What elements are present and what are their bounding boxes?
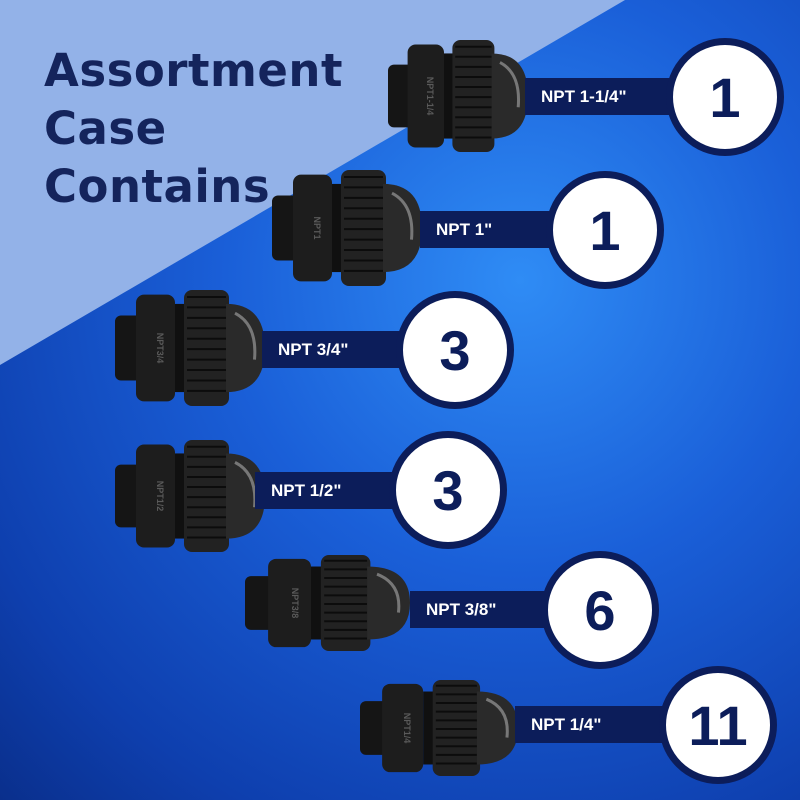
cable-gland-icon (115, 290, 265, 406)
size-label: NPT 1/4" (515, 706, 670, 743)
quantity-badge: 1 (546, 171, 664, 289)
gland-marking: NPT1-1/4 (425, 76, 435, 116)
size-label: NPT 1" (420, 211, 570, 248)
gland-marking: NPT3/8 (289, 587, 300, 619)
gland-marking: NPT1 (312, 216, 322, 240)
cable-gland-icon (245, 555, 410, 651)
quantity-badge: 11 (659, 666, 777, 784)
cable-gland-icon (360, 680, 518, 776)
title-line: Assortment (44, 44, 343, 97)
gland-marking: NPT3/4 (155, 332, 165, 364)
quantity-badge: 6 (541, 551, 659, 669)
quantity-badge: 3 (389, 431, 507, 549)
cable-gland-icon (272, 170, 422, 286)
title-line: Contains (44, 160, 271, 213)
cable-gland-icon (115, 440, 265, 552)
page-title: Assortment Case Contains (44, 42, 343, 216)
cable-gland-icon (388, 40, 528, 152)
size-label: NPT 3/4" (262, 331, 412, 368)
size-label: NPT 3/8" (410, 591, 560, 628)
quantity-badge: 3 (396, 291, 514, 409)
quantity-badge: 1 (666, 38, 784, 156)
gland-marking: NPT1/2 (155, 480, 165, 512)
gland-marking: NPT1/4 (402, 712, 413, 744)
size-label: NPT 1/2" (255, 472, 405, 509)
title-line: Case (44, 102, 167, 155)
